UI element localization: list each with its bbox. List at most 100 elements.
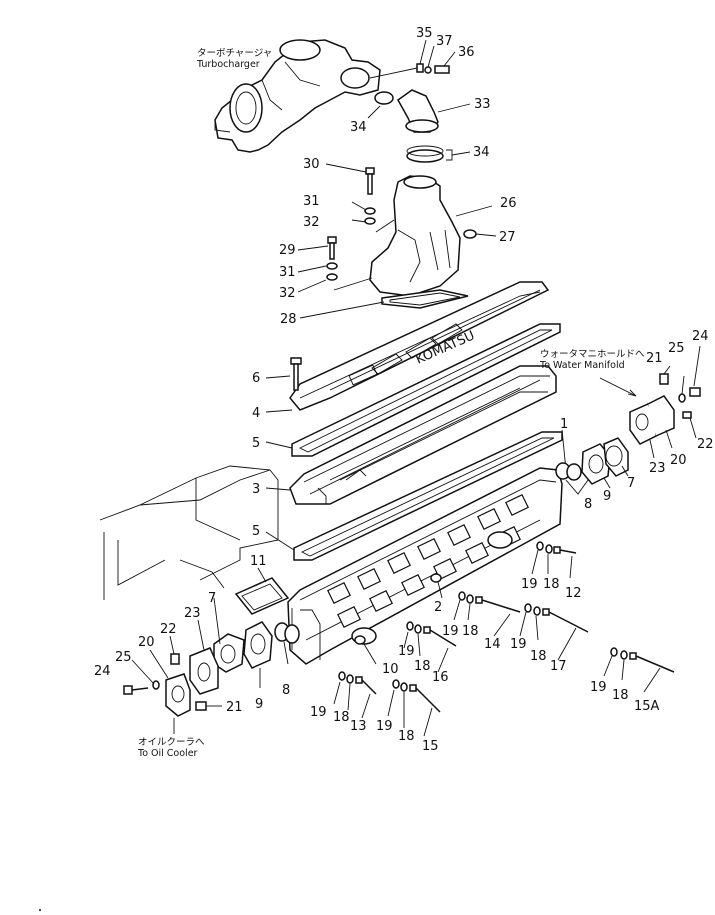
callout-18g: 18 xyxy=(398,729,415,744)
part-5-gasket-upper xyxy=(265,323,561,457)
callout-33: 33 xyxy=(474,97,491,112)
callout-18f: 18 xyxy=(333,710,350,725)
callout-4: 4 xyxy=(252,406,260,421)
water-manifold-label: To Water Manifold xyxy=(539,360,625,371)
callout-36: 36 xyxy=(458,45,475,60)
callout-25: 25 xyxy=(668,341,685,356)
callout-25b: 25 xyxy=(115,650,132,665)
callout-11: 11 xyxy=(250,554,267,569)
callout-24b: 24 xyxy=(94,664,111,679)
oil-cooler-label: To Oil Cooler xyxy=(137,748,198,759)
oil-outlet-group xyxy=(123,597,300,717)
callout-18d: 18 xyxy=(612,688,629,703)
part-bolts-19-18-12 xyxy=(531,541,577,579)
callout-23b: 23 xyxy=(184,606,201,621)
part-6-bolt xyxy=(265,357,302,391)
callout-19b: 19 xyxy=(442,624,459,639)
callout-16: 16 xyxy=(432,670,449,685)
water-manifold-arrow xyxy=(599,377,637,397)
callout-34b: 34 xyxy=(473,145,490,160)
part-30-31-32 xyxy=(325,163,376,225)
callout-9: 9 xyxy=(603,489,611,504)
part-bolts-19-18-14 xyxy=(453,591,521,637)
callout-32: 32 xyxy=(303,215,320,230)
callout-15: 15 xyxy=(422,739,439,754)
callout-35: 35 xyxy=(416,26,433,41)
turbocharger xyxy=(214,39,381,153)
callout-37: 37 xyxy=(436,34,453,49)
callout-31b: 31 xyxy=(279,265,296,280)
callout-20b: 20 xyxy=(138,635,155,650)
callout-5b: 5 xyxy=(252,524,260,539)
callout-3: 3 xyxy=(252,482,260,497)
callout-18c: 18 xyxy=(530,649,547,664)
part-5-gasket-lower xyxy=(265,431,563,561)
callout-24: 24 xyxy=(692,329,709,344)
part-34-33 xyxy=(367,89,471,133)
callout-14: 14 xyxy=(484,637,501,652)
callout-28: 28 xyxy=(280,312,297,327)
turbocharger-label: Turbocharger xyxy=(196,59,260,70)
part-bolts-19-18-16 xyxy=(403,621,457,673)
callout-21b: 21 xyxy=(226,700,243,715)
callout-1: 1 xyxy=(560,417,568,432)
callout-19f: 19 xyxy=(310,705,327,720)
callout-30: 30 xyxy=(303,157,320,172)
callout-6: 6 xyxy=(252,371,260,386)
callout-22b: 22 xyxy=(160,622,177,637)
part-35-37-36 xyxy=(369,39,456,79)
part-3-core xyxy=(289,365,557,505)
callout-22: 22 xyxy=(697,437,714,452)
callout-20: 20 xyxy=(670,453,687,468)
callout-19g: 19 xyxy=(376,719,393,734)
callout-10: 10 xyxy=(382,662,399,677)
part-1-housing xyxy=(287,429,567,665)
part-bolts-19-18-15 xyxy=(387,679,441,737)
callout-8b: 8 xyxy=(282,683,290,698)
water-manifold-jp-label: ウォータマニホールドへ xyxy=(540,349,645,360)
callout-29: 29 xyxy=(279,243,296,258)
callout-12: 12 xyxy=(565,586,582,601)
part-26-connector xyxy=(333,175,493,297)
callout-7: 7 xyxy=(627,476,635,491)
part-34-ring xyxy=(406,145,471,163)
callout-15a: 15A xyxy=(634,699,660,714)
callout-5: 5 xyxy=(252,436,260,451)
part-4-cover xyxy=(289,281,550,411)
callout-32b: 32 xyxy=(279,286,296,301)
scan-dot xyxy=(39,909,41,911)
part-2-10-plugs xyxy=(354,573,443,665)
callout-27: 27 xyxy=(499,230,516,245)
part-28-gasket xyxy=(299,289,469,319)
oil-cooler-jp-label: オイルクーラへ xyxy=(138,737,205,748)
part-bolts-19-18-17 xyxy=(519,603,589,661)
callout-19d: 19 xyxy=(590,680,607,695)
callout-31: 31 xyxy=(303,194,320,209)
callout-21: 21 xyxy=(646,351,663,366)
callout-18b: 18 xyxy=(462,624,479,639)
callout-17: 17 xyxy=(550,659,567,674)
callout-34: 34 xyxy=(350,120,367,135)
callout-26: 26 xyxy=(500,196,517,211)
part-27 xyxy=(463,229,497,239)
callout-13: 13 xyxy=(350,719,367,734)
callout-9b: 9 xyxy=(255,697,263,712)
callout-7b: 7 xyxy=(208,591,216,606)
water-outlet-group xyxy=(555,345,701,495)
callout-18e: 18 xyxy=(414,659,431,674)
callout-19: 19 xyxy=(521,577,538,592)
turbocharger-jp-label: ターボチャージャ xyxy=(197,48,272,59)
part-29-31-32 xyxy=(297,236,338,293)
callout-18: 18 xyxy=(543,577,560,592)
callout-19c: 19 xyxy=(510,637,527,652)
part-bolts-19-18-13 xyxy=(333,671,377,719)
water-manifold-arrow-head xyxy=(627,389,637,397)
part-11-gasket xyxy=(234,567,290,615)
callout-23: 23 xyxy=(649,461,666,476)
part-bolts-19-18-15a xyxy=(603,647,675,693)
callout-2: 2 xyxy=(434,600,442,615)
callout-8: 8 xyxy=(584,497,592,512)
engine-block-outline xyxy=(99,465,279,600)
callout-19e: 19 xyxy=(398,644,415,659)
